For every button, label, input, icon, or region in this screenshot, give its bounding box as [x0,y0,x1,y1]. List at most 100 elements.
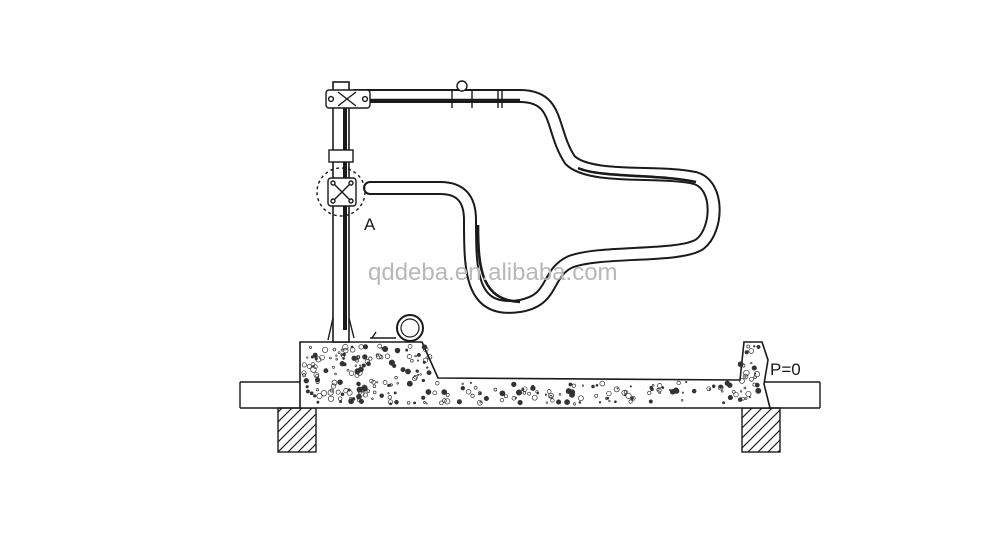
aggregate-dot [331,379,338,386]
aggregate-dot [351,397,356,401]
aggregate-dot [355,370,360,375]
aggregate-dot [361,384,368,391]
aggregate-dot [372,384,377,388]
aggregate-dot [753,345,756,348]
aggregate-dot [393,391,397,395]
aggregate-dot [358,344,364,350]
vertical-post [327,81,355,343]
aggregate-dot [315,356,322,363]
aggregate-dot [388,359,395,366]
support-left [277,407,317,453]
aggregate-dot [309,391,314,396]
aggregate-dot [422,360,426,364]
aggregate-dot [608,399,611,403]
aggregate-dot [426,366,429,369]
aggregate-dot [364,359,370,364]
aggregate-dot [301,370,307,376]
aggregate-dot [439,400,444,406]
aggregate-dot [314,377,321,383]
aggregate-dot [337,351,341,354]
aggregate-dot [400,367,406,373]
aggregate-dot [461,382,464,385]
aggregate-dot [754,382,760,388]
aggregate-dot [406,400,411,405]
aggregate-dot [355,357,359,361]
aggregate-dot [340,392,345,396]
aggregate-dot [371,380,376,385]
aggregate-dot [405,368,411,375]
aggregate-dot [648,399,653,404]
aggregate-dot [382,345,389,353]
aggregate-dot [517,400,523,406]
aggregate-dot [531,394,538,401]
concrete-base [299,341,772,409]
aggregate-dot [313,372,320,378]
aggregate-dot [546,389,552,394]
aggregate-dot [327,389,334,396]
aggregate-dot [606,390,612,397]
aggregate-dot [306,356,309,359]
aggregate-dot [310,366,317,373]
aggregate-dot [394,399,399,405]
aggregate-dot [396,381,399,385]
aggregate-dot [366,389,371,393]
aggregate-dot [432,390,438,396]
aggregate-dot [657,383,663,389]
aggregate-dot [748,348,755,354]
aggregate-dot [744,397,748,400]
aggregate-dot [412,376,418,382]
aggregate-dot [720,389,724,393]
aggregate-dot [356,393,362,400]
aggregate-dot [651,383,655,387]
aggregate-dot [332,347,337,352]
aggregate-dot [305,389,310,394]
aggregate-dot [435,381,440,386]
aggregate-dot [421,344,428,350]
aggregate-dot [460,386,465,391]
aggregate-dot [310,355,314,359]
aggregate-dot [477,400,483,406]
aggregate-dot [377,343,383,349]
aggregate-dot [356,355,361,360]
aggregate-dot [361,363,366,368]
aggregate-dot [327,395,335,402]
aggregate-dot [349,347,356,353]
aggregate-dot [751,365,757,371]
aggregate-dot [594,393,599,398]
aggregate-dot [335,389,341,395]
aggregate-dot [515,389,523,396]
aggregate-dot [614,400,617,404]
aggregate-dot [426,370,432,376]
aggregate-dot [382,380,388,385]
aggregate-dot [717,384,724,391]
aggregate-dot [329,356,332,360]
aggregate-dot [676,380,681,386]
aggregate-dot [319,354,325,361]
aggregate-dot [371,397,374,400]
aggregate-dot [376,381,379,384]
aggregate-dot [656,388,660,392]
top-rail [348,89,721,314]
aggregate-dot [750,361,753,365]
aggregate-dot [631,396,636,401]
aggregate-dot [413,401,417,405]
aggregate-dot [313,394,317,398]
aggregate-dot [752,382,757,387]
brisket-pipe [370,314,424,342]
aggregate-dot [355,358,360,363]
aggregate-dot [465,389,472,395]
aggregate-dot [501,391,505,395]
aggregate-dot [711,384,716,389]
aggregate-dot [743,386,747,390]
aggregate-dot [568,382,573,387]
aggregate-dot [680,398,684,402]
aggregate-dot [410,359,414,363]
aggregate-dot [456,399,462,405]
aggregate-dot [406,380,413,387]
aggregate-dot [722,401,726,405]
aggregate-dot [425,402,428,405]
aggregate-dot [742,373,749,380]
aggregate-dot [351,355,357,361]
aggregate-dot [661,386,665,389]
